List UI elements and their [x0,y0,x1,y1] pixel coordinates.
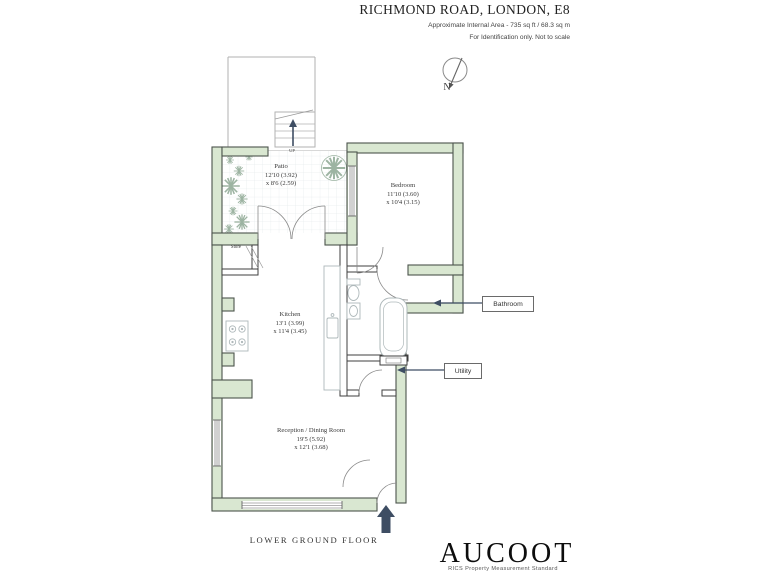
room-name: Reception / Dining Room [277,427,345,434]
room-dim2: x 8'6 (2.59) [265,180,297,188]
entrance-arrow-icon [377,505,395,533]
basin [346,302,361,320]
room-label-bedroom: Bedroom 11'10 (3.60) x 10'4 (3.15) [386,182,420,208]
stairs [274,109,316,148]
toilet [346,278,361,301]
page-title: RICHMOND ROAD, LONDON, E8 [359,2,570,17]
interior-partitions [221,244,409,397]
utility-callout-line [397,366,444,374]
hob [225,320,249,352]
utility-callout: Utility [444,363,482,379]
understair-hatch [245,245,264,269]
room-dim2: x 12'1 (3.68) [294,444,328,452]
room-dim2: x 11'4 (3.45) [273,328,307,336]
kitchen-counter [323,265,341,391]
room-label-reception: Reception / Dining Room 19'5 (5.92) x 12… [277,427,345,453]
north-label: N [443,82,451,93]
brand-logo: AUCOOT [439,538,575,569]
patio-tree [321,155,347,181]
brand-standard: RICS Property Measurement Standard [448,566,558,572]
disclaimer-note: For Identification only. Not to scale [469,34,570,41]
bathroom-callout: Bathroom [482,296,534,312]
room-name: Kitchen [279,311,301,318]
compass-icon [442,57,468,89]
room-dim1: 13'1 (3.99) [275,319,305,327]
room-dim1: 11'10 (3.60) [387,190,419,198]
room-label-patio: Patio 12'10 (3.92) x 8'6 (2.59) [265,163,297,189]
room-dim1: 12'10 (3.92) [265,171,297,179]
windows [213,165,356,509]
bathroom-callout-line [433,299,482,307]
room-name: Bedroom [390,182,416,189]
bathtub [379,297,408,366]
stairs-up-label: UP [289,148,295,153]
area-note: Approximate Internal Area - 735 sq ft / … [428,22,570,29]
room-dim1: 19'5 (5.92) [296,435,326,443]
room-name: Patio [274,163,288,170]
floor-label: LOWER GROUND FLOOR [249,535,379,545]
store-label: Store [230,245,242,250]
room-label-kitchen: Kitchen 13'1 (3.99) x 11'4 (3.45) [273,311,306,337]
header: RICHMOND ROAD, LONDON, E8 Approximate In… [359,2,570,41]
room-dim2: x 10'4 (3.15) [386,199,420,207]
